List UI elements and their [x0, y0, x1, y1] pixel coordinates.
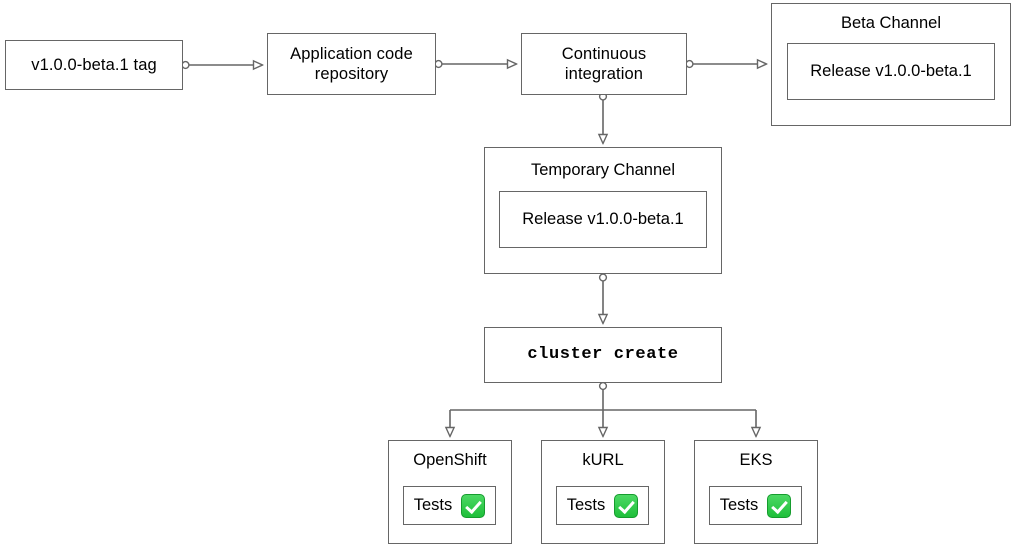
- edge-source-dot-repository: [434, 59, 443, 69]
- node-continuous-integration-label: Continuous integration: [561, 44, 647, 83]
- node-openshift[interactable]: OpenShift Tests: [388, 440, 512, 544]
- node-application-code-repository[interactable]: Application code repository: [267, 33, 436, 95]
- node-temporary-channel-release-label: Release v1.0.0-beta.1: [522, 210, 684, 228]
- node-eks-tests-label: Tests: [719, 496, 759, 514]
- node-cluster-create[interactable]: cluster create: [484, 327, 722, 383]
- node-beta-channel-title: Beta Channel: [841, 14, 941, 32]
- node-version-tag-label: v1.0.0-beta.1 tag: [31, 55, 157, 74]
- node-openshift-tests[interactable]: Tests: [403, 486, 496, 525]
- node-beta-channel-release-label: Release v1.0.0-beta.1: [810, 62, 972, 80]
- node-kurl-title: kURL: [582, 451, 624, 469]
- edge-source-dot-ci-right: [685, 59, 694, 69]
- node-openshift-tests-label: Tests: [413, 496, 453, 514]
- node-openshift-title: OpenShift: [413, 451, 487, 469]
- green-check-icon: [461, 493, 486, 518]
- node-beta-channel-release[interactable]: Release v1.0.0-beta.1: [787, 43, 995, 100]
- node-temporary-channel-release[interactable]: Release v1.0.0-beta.1: [499, 191, 707, 248]
- green-check-icon: [614, 493, 639, 518]
- node-eks-title: EKS: [739, 451, 773, 469]
- node-continuous-integration[interactable]: Continuous integration: [521, 33, 687, 95]
- node-temporary-channel-title: Temporary Channel: [531, 161, 675, 179]
- node-eks-tests[interactable]: Tests: [709, 486, 802, 525]
- node-version-tag[interactable]: v1.0.0-beta.1 tag: [5, 40, 183, 90]
- edge-source-dot-tag: [181, 60, 190, 70]
- node-application-code-repository-label: Application code repository: [290, 44, 413, 83]
- green-check-icon: [767, 493, 792, 518]
- node-temporary-channel[interactable]: Temporary Channel Release v1.0.0-beta.1: [484, 147, 722, 274]
- node-kurl[interactable]: kURL Tests: [541, 440, 665, 544]
- node-kurl-tests-label: Tests: [566, 496, 606, 514]
- node-cluster-create-label: cluster create: [527, 344, 679, 364]
- node-beta-channel[interactable]: Beta Channel Release v1.0.0-beta.1: [771, 3, 1011, 126]
- node-kurl-tests[interactable]: Tests: [556, 486, 649, 525]
- edge-source-dot-temporary-channel: [598, 273, 608, 282]
- node-eks[interactable]: EKS Tests: [694, 440, 818, 544]
- edge-source-dot-cluster-create: [598, 381, 608, 391]
